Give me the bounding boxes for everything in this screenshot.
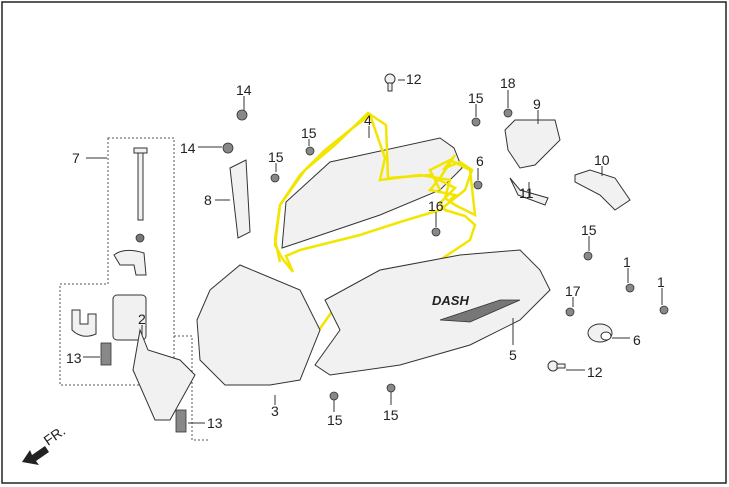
callout-8: 8 xyxy=(204,192,212,208)
callout-3: 3 xyxy=(271,403,279,419)
callout-15: 15 xyxy=(468,90,484,106)
brand-decal: DASH xyxy=(432,293,469,308)
part-5-side-cover xyxy=(314,249,551,376)
callout-15: 15 xyxy=(268,149,284,165)
part-10 xyxy=(574,169,631,211)
callout-13: 13 xyxy=(207,415,223,431)
callout-15: 15 xyxy=(301,125,317,141)
callout-14: 14 xyxy=(180,140,196,156)
part-7-kit xyxy=(59,137,258,441)
callout-6: 6 xyxy=(633,332,641,348)
callout-15: 15 xyxy=(327,412,343,428)
callout-16-partial: 6 xyxy=(476,153,484,169)
callout-18: 18 xyxy=(500,75,516,91)
part-3-front-cover xyxy=(196,264,321,386)
part-6-grommet xyxy=(587,323,613,343)
callout-12: 12 xyxy=(587,364,603,380)
front-label: FR. xyxy=(41,422,69,448)
callout-15: 15 xyxy=(383,407,399,423)
part-8 xyxy=(229,159,251,239)
callout-10: 10 xyxy=(594,152,610,168)
callout-7: 7 xyxy=(72,150,80,166)
callout-4: 4 xyxy=(364,112,372,128)
callout-labels: 18 12 14 14 15 9 4 15 7 15 6 10 8 11 16 … xyxy=(66,71,665,431)
callout-1: 1 xyxy=(657,274,665,290)
part-11 xyxy=(509,177,549,206)
callout-12: 12 xyxy=(406,71,422,87)
part-12-clip xyxy=(384,73,566,372)
callout-13: 13 xyxy=(66,350,82,366)
callout-2: 2 xyxy=(138,311,146,327)
leader-lines xyxy=(83,79,663,424)
callout-11: 11 xyxy=(519,185,534,201)
arrow-icon xyxy=(22,446,49,465)
callout-14: 14 xyxy=(236,82,252,98)
part-2-lower-cover xyxy=(132,328,196,421)
front-direction-indicator: FR. xyxy=(22,422,68,465)
callout-9: 9 xyxy=(533,96,541,112)
part-9 xyxy=(504,119,561,169)
callout-16: 16 xyxy=(428,198,444,214)
stripe-decal xyxy=(439,299,521,323)
callout-1: 1 xyxy=(623,254,631,270)
callout-17: 17 xyxy=(565,283,581,299)
callout-5: 5 xyxy=(509,347,517,363)
callout-15: 15 xyxy=(581,222,597,238)
